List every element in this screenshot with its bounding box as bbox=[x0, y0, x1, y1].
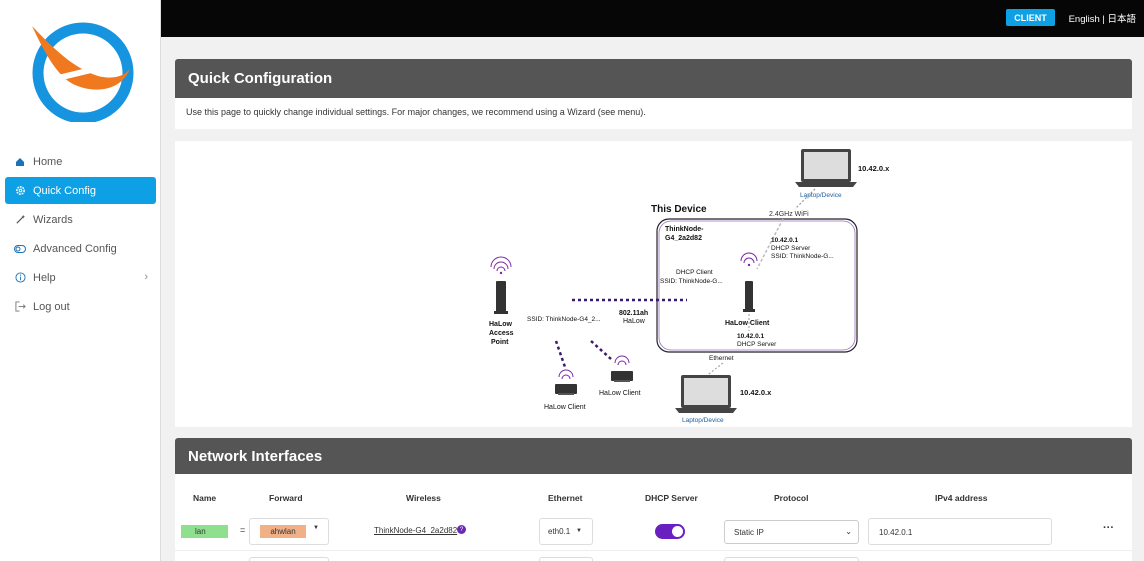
ssid-client: SSID: ThinkNode-G... bbox=[660, 278, 723, 285]
ethernet-dropdown[interactable] bbox=[539, 557, 593, 561]
chevron-right-icon: › bbox=[144, 271, 148, 283]
sidebar-item-label: Home bbox=[33, 155, 63, 168]
sidebar-item-help[interactable]: Help › bbox=[5, 264, 156, 291]
chevron-down-icon: ⌄ bbox=[845, 527, 852, 536]
sidebar-item-label: Wizards bbox=[33, 213, 73, 226]
gear-icon bbox=[13, 184, 27, 198]
ipv4-field[interactable]: 10.42.0.1 bbox=[868, 518, 1052, 545]
sidebar-item-wizards[interactable]: Wizards bbox=[5, 206, 156, 233]
sidebar-item-label: Advanced Config bbox=[33, 242, 117, 255]
ssid-ap: SSID: ThinkNode-G4_2... bbox=[527, 316, 601, 323]
forward-chip: ahwlan bbox=[260, 525, 306, 538]
table-row bbox=[175, 550, 1132, 561]
halow-client-a-icon bbox=[555, 369, 577, 395]
halow-link-line2: HaLow bbox=[623, 318, 646, 325]
column-header: IPv4 address bbox=[935, 493, 988, 503]
column-header: DHCP Server bbox=[645, 493, 698, 503]
column-header: Wireless bbox=[406, 493, 441, 503]
help-icon[interactable]: ? bbox=[457, 525, 466, 534]
sidebar-item-logout[interactable]: Log out bbox=[5, 293, 156, 320]
halow-access-point-icon bbox=[490, 256, 512, 314]
halow-ap-line1: HaLow bbox=[489, 321, 513, 328]
halow-ap-line3: Point bbox=[491, 339, 509, 346]
protocol-select[interactable] bbox=[724, 557, 859, 561]
forward-dropdown[interactable] bbox=[249, 557, 329, 561]
sidebar: Home Quick Config Wizards Advanced Confi… bbox=[0, 0, 161, 561]
wifi-label: 2.4GHz WiFi bbox=[769, 211, 809, 218]
sidebar-item-label: Quick Config bbox=[33, 184, 96, 197]
eth-ip: 10.42.0.1 bbox=[737, 333, 764, 340]
sidebar-item-label: Help bbox=[33, 271, 56, 284]
ipv4-value: 10.42.0.1 bbox=[879, 528, 913, 537]
ssid-top: SSID: ThinkNode-G... bbox=[771, 253, 834, 260]
sidebar-item-quick-config[interactable]: Quick Config bbox=[5, 177, 156, 204]
toggle-knob bbox=[672, 526, 683, 537]
forward-dropdown[interactable]: ahwlan ▼ bbox=[249, 518, 329, 545]
ethernet-dropdown[interactable]: eth0.1 ▼ bbox=[539, 518, 593, 545]
dhcp-client-label: DHCP Client bbox=[676, 269, 713, 276]
dhcp-top-ip: 10.42.0.1 bbox=[771, 237, 798, 244]
quick-config-header: Quick Configuration bbox=[175, 59, 1132, 98]
column-header: Protocol bbox=[774, 493, 809, 503]
column-header: Ethernet bbox=[548, 493, 583, 503]
wireless-link[interactable]: ThinkNode-G4_2a2d82 bbox=[374, 526, 458, 535]
halow-client-a-label: HaLow Client bbox=[544, 404, 586, 411]
bottom-laptop-ip: 10.42.0.x bbox=[740, 388, 772, 397]
eth-dhcp: DHCP Server bbox=[737, 341, 777, 348]
network-diagram-svg: 10.42.0.x Laptop/Device 2.4GHz WiFi This… bbox=[489, 149, 890, 424]
halow-client-b-label: HaLow Client bbox=[599, 390, 641, 397]
halow-ap-line2: Access bbox=[489, 330, 514, 337]
quick-config-description: Use this page to quickly change individu… bbox=[186, 107, 646, 117]
toggle-icon bbox=[13, 242, 27, 256]
protocol-select[interactable]: Static IP ⌄ bbox=[724, 520, 859, 544]
bottom-laptop-icon bbox=[675, 375, 737, 413]
table-row: lan = ahwlan ▼ ThinkNode-G4_2a2d82 ? eth… bbox=[175, 516, 1132, 548]
center-halow-client-label: HaLow Client bbox=[725, 320, 770, 327]
interface-name-badge: lan bbox=[181, 525, 228, 538]
quick-config-description-box: Use this page to quickly change individu… bbox=[175, 98, 1132, 129]
bottom-laptop-label: Laptop/Device bbox=[682, 417, 724, 424]
equals-sign: = bbox=[240, 525, 246, 535]
sidebar-item-label: Log out bbox=[33, 300, 70, 313]
this-device-box-inner bbox=[658, 220, 856, 351]
dhcp-top-server: DHCP Server bbox=[771, 245, 811, 252]
top-laptop-label: Laptop/Device bbox=[800, 192, 842, 199]
network-interfaces-header: Network Interfaces bbox=[175, 438, 1132, 474]
info-icon bbox=[13, 271, 27, 285]
top-laptop-ip: 10.42.0.x bbox=[858, 164, 890, 173]
sidebar-nav: Home Quick Config Wizards Advanced Confi… bbox=[0, 148, 161, 322]
client-mode-badge[interactable]: CLIENT bbox=[1006, 9, 1055, 26]
language-switch[interactable]: English | 日本語 bbox=[1068, 14, 1136, 25]
this-device-title: This Device bbox=[651, 204, 707, 215]
device-name-line1: ThinkNode- bbox=[665, 226, 704, 233]
protocol-value: Static IP bbox=[734, 528, 764, 537]
network-diagram: 10.42.0.x Laptop/Device 2.4GHz WiFi This… bbox=[175, 141, 1132, 427]
caret-down-icon: ▼ bbox=[576, 528, 582, 534]
halow-client-b-icon bbox=[611, 355, 633, 382]
logout-icon bbox=[13, 300, 27, 314]
column-header: Forward bbox=[269, 493, 303, 503]
halow-link-line1: 802.11ah bbox=[619, 310, 648, 317]
home-icon bbox=[13, 155, 27, 169]
network-interfaces-table: Name Forward Wireless Ethernet DHCP Serv… bbox=[175, 474, 1132, 561]
dhcp-server-toggle[interactable] bbox=[655, 524, 685, 539]
sidebar-item-home[interactable]: Home bbox=[5, 148, 156, 175]
this-device-box bbox=[656, 218, 858, 353]
caret-down-icon: ▼ bbox=[313, 525, 319, 531]
page-title: Quick Configuration bbox=[188, 70, 333, 87]
section-title: Network Interfaces bbox=[188, 447, 323, 465]
more-options-icon[interactable]: ··· bbox=[1103, 522, 1114, 534]
sidebar-item-advanced-config[interactable]: Advanced Config bbox=[5, 235, 156, 262]
device-name-line2: G4_2a2d82 bbox=[665, 235, 702, 242]
column-header: Name bbox=[193, 493, 217, 503]
ethernet-label: Ethernet bbox=[709, 355, 734, 362]
top-laptop-icon bbox=[795, 149, 857, 187]
wand-icon bbox=[13, 213, 27, 227]
brand-logo bbox=[32, 22, 134, 122]
center-halow-client-icon bbox=[740, 252, 758, 312]
ethernet-value: eth0.1 bbox=[548, 527, 571, 536]
topbar: CLIENT English | 日本語 bbox=[161, 0, 1144, 37]
